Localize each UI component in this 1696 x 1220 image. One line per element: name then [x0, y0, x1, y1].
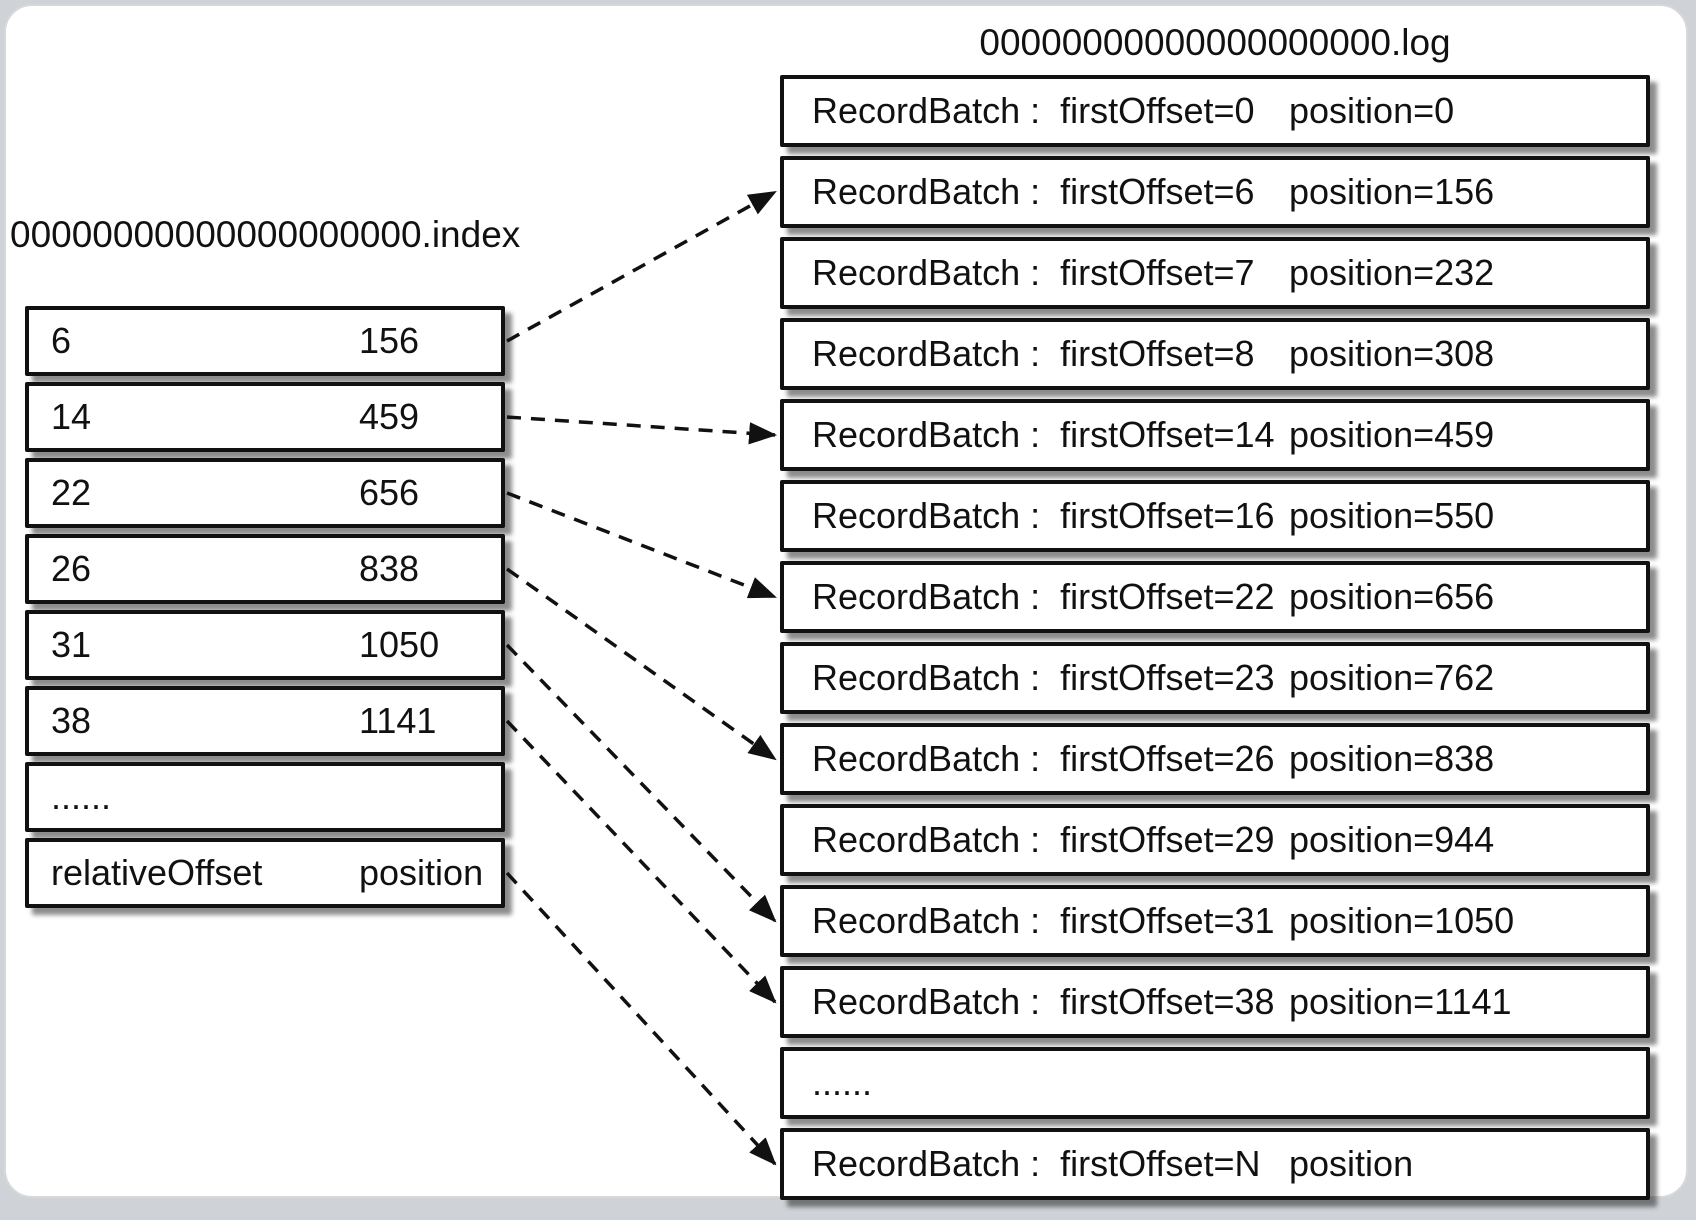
index-table-row: ...... [25, 762, 505, 832]
record-batch-cell: RecordBatch : firstOffset=38 [812, 981, 1275, 1022]
log-table-row: RecordBatch : firstOffset=23 position=76… [780, 642, 1650, 714]
log-table-row: RecordBatch : firstOffset=8 position=308 [780, 318, 1650, 390]
record-batch-cell: ...... [812, 1062, 873, 1103]
log-table-row: RecordBatch : firstOffset=38 position=11… [780, 966, 1650, 1038]
log-table-row: RecordBatch : firstOffset=N position [780, 1128, 1650, 1200]
record-batch-cell: RecordBatch : firstOffset=29 [812, 819, 1275, 860]
index-table-row: 6 156 [25, 306, 505, 376]
relative-offset-cell: 26 [51, 548, 92, 589]
log-table-row: RecordBatch : firstOffset=26 position=83… [780, 723, 1650, 795]
relative-offset-cell: 31 [51, 624, 92, 665]
record-batch-cell: RecordBatch : firstOffset=0 [812, 90, 1255, 131]
log-position-cell: position=0 [1289, 90, 1455, 131]
log-table-row: RecordBatch : firstOffset=0 position=0 [780, 75, 1650, 147]
record-batch-cell: RecordBatch : firstOffset=6 [812, 171, 1255, 212]
log-table-row: RecordBatch : firstOffset=29 position=94… [780, 804, 1650, 876]
log-position-cell: position [1289, 1143, 1414, 1184]
log-position-cell: position=1050 [1289, 900, 1515, 941]
relative-offset-cell: 6 [51, 320, 72, 361]
record-batch-cell: RecordBatch : firstOffset=22 [812, 576, 1275, 617]
log-position-cell: position=944 [1289, 819, 1495, 860]
log-table: RecordBatch : firstOffset=0 position=0 R… [780, 75, 1650, 1200]
position-cell: 156 [359, 320, 420, 361]
record-batch-cell: RecordBatch : firstOffset=31 [812, 900, 1275, 941]
index-table: 6 156 14 459 22 656 26 838 31 1050 38 11… [25, 306, 505, 908]
log-position-cell: position=232 [1289, 252, 1495, 293]
relative-offset-cell: ...... [51, 776, 112, 817]
log-table-row: RecordBatch : firstOffset=16 position=55… [780, 480, 1650, 552]
position-cell: 459 [359, 396, 420, 437]
log-table-row: RecordBatch : firstOffset=14 position=45… [780, 399, 1650, 471]
log-position-cell: position=156 [1289, 171, 1495, 212]
log-table-row: RecordBatch : firstOffset=31 position=10… [780, 885, 1650, 957]
relative-offset-cell: relativeOffset [51, 852, 263, 893]
log-position-cell: position=656 [1289, 576, 1495, 617]
index-table-row: 31 1050 [25, 610, 505, 680]
record-batch-cell: RecordBatch : firstOffset=14 [812, 414, 1275, 455]
log-table-row: ...... [780, 1047, 1650, 1119]
log-position-cell: position=550 [1289, 495, 1495, 536]
record-batch-cell: RecordBatch : firstOffset=8 [812, 333, 1255, 374]
log-position-cell: position=762 [1289, 657, 1495, 698]
record-batch-cell: RecordBatch : firstOffset=16 [812, 495, 1275, 536]
index-table-row: 22 656 [25, 458, 505, 528]
index-table-row: relativeOffset position [25, 838, 505, 908]
position-cell: 1050 [359, 624, 440, 665]
relative-offset-cell: 38 [51, 700, 92, 741]
index-table-row: 14 459 [25, 382, 505, 452]
relative-offset-cell: 22 [51, 472, 92, 513]
record-batch-cell: RecordBatch : firstOffset=N [812, 1143, 1261, 1184]
log-position-cell: position=1141 [1289, 981, 1512, 1022]
record-batch-cell: RecordBatch : firstOffset=26 [812, 738, 1275, 779]
log-table-row: RecordBatch : firstOffset=22 position=65… [780, 561, 1650, 633]
log-position-cell: position=459 [1289, 414, 1495, 455]
log-table-row: RecordBatch : firstOffset=7 position=232 [780, 237, 1650, 309]
position-cell: 838 [359, 548, 420, 589]
record-batch-cell: RecordBatch : firstOffset=7 [812, 252, 1255, 293]
index-table-row: 26 838 [25, 534, 505, 604]
log-position-cell: position=838 [1289, 738, 1495, 779]
log-table-row: RecordBatch : firstOffset=6 position=156 [780, 156, 1650, 228]
position-cell: 1141 [359, 700, 437, 741]
position-cell: position [359, 852, 484, 893]
index-file-title: 00000000000000000000.index [10, 214, 521, 255]
index-table-row: 38 1141 [25, 686, 505, 756]
relative-offset-cell: 14 [51, 396, 92, 437]
log-file-title: 00000000000000000000.log [979, 22, 1451, 63]
log-position-cell: position=308 [1289, 333, 1495, 374]
record-batch-cell: RecordBatch : firstOffset=23 [812, 657, 1275, 698]
position-cell: 656 [359, 472, 420, 513]
